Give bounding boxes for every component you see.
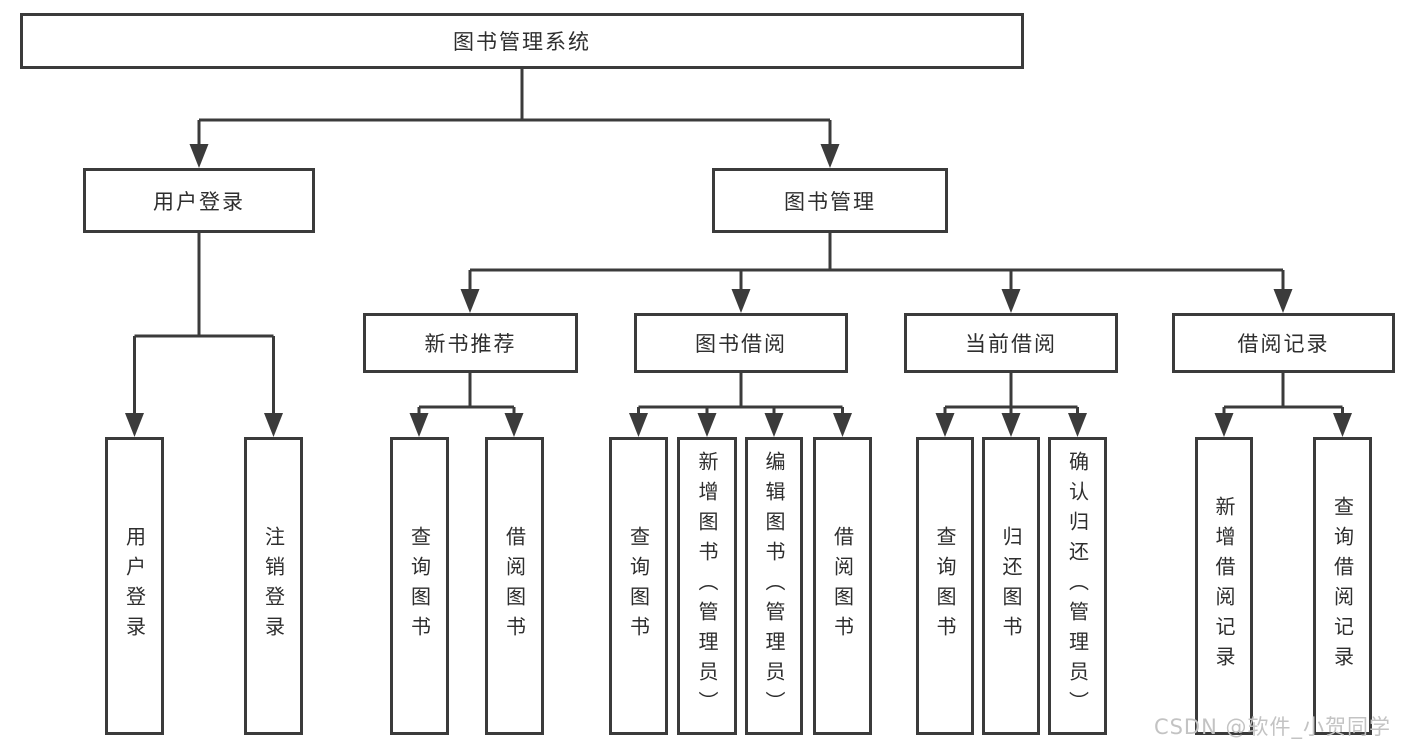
leaf-edit-books-admin: 编辑图书（管理员） xyxy=(745,437,803,735)
node-user-login-label: 用户登录 xyxy=(153,189,245,214)
leaf-query-books-current: 查询图书 xyxy=(916,437,974,735)
leaf-edit-books-admin-label: 编辑图书（管理员） xyxy=(762,451,786,721)
leaf-confirm-return-admin-label: 确认归还（管理员） xyxy=(1065,451,1090,721)
leaf-logout-label: 注销登录 xyxy=(261,526,286,646)
connector-book-mgmt-to-level3 xyxy=(460,233,1293,313)
leaf-query-borrow-record: 查询借阅记录 xyxy=(1313,437,1372,735)
node-new-book-recommend-label: 新书推荐 xyxy=(424,332,517,356)
leaf-user-login-label: 用户登录 xyxy=(122,526,147,646)
leaf-add-books-admin: 新增图书（管理员） xyxy=(677,437,737,735)
leaf-confirm-return-admin: 确认归还（管理员） xyxy=(1048,437,1107,735)
leaf-query-books-borrow: 查询图书 xyxy=(609,437,668,735)
connector-new-rec-to-leaves xyxy=(409,373,524,437)
csdn-watermark: CSDN @软件_小贺同学 xyxy=(1153,715,1391,739)
leaf-query-books-recommend-label: 查询图书 xyxy=(407,526,432,646)
leaf-query-books-borrow-label: 查询图书 xyxy=(626,526,651,646)
node-system-root: 图书管理系统 xyxy=(20,13,1024,69)
node-borrowing-records: 借阅记录 xyxy=(1172,313,1395,373)
leaf-query-books-recommend: 查询图书 xyxy=(390,437,449,735)
node-book-borrowing: 图书借阅 xyxy=(634,313,848,373)
connector-borrow-rec-to-leaves xyxy=(1214,373,1352,437)
node-current-borrowing: 当前借阅 xyxy=(904,313,1118,373)
leaf-borrow-books-recommend: 借阅图书 xyxy=(485,437,544,735)
connector-root-to-level2 xyxy=(189,69,840,168)
node-system-root-label: 图书管理系统 xyxy=(453,30,591,54)
leaf-borrow-books: 借阅图书 xyxy=(813,437,872,735)
node-book-management: 图书管理 xyxy=(712,168,948,233)
connector-cur-borrow-to-leaves xyxy=(935,373,1087,437)
connector-user-login-to-leaves xyxy=(125,233,283,437)
node-new-book-recommend: 新书推荐 xyxy=(363,313,578,373)
leaf-add-borrow-record-label: 新增借阅记录 xyxy=(1212,496,1236,676)
leaf-logout: 注销登录 xyxy=(244,437,303,735)
leaf-borrow-books-recommend-label: 借阅图书 xyxy=(502,526,527,646)
leaf-add-books-admin-label: 新增图书（管理员） xyxy=(695,451,719,721)
node-current-borrowing-label: 当前借阅 xyxy=(965,332,1057,356)
connector-book-borrow-to-leaves xyxy=(629,373,852,437)
leaf-borrow-books-label: 借阅图书 xyxy=(830,526,855,646)
node-user-login: 用户登录 xyxy=(83,168,315,233)
leaf-query-books-current-label: 查询图书 xyxy=(933,526,957,646)
node-borrowing-records-label: 借阅记录 xyxy=(1237,332,1330,356)
leaf-return-books: 归还图书 xyxy=(982,437,1040,735)
node-book-management-label: 图书管理 xyxy=(784,189,876,214)
leaf-return-books-label: 归还图书 xyxy=(999,526,1023,646)
leaf-query-borrow-record-label: 查询借阅记录 xyxy=(1330,496,1355,676)
node-book-borrowing-label: 图书借阅 xyxy=(695,332,787,356)
leaf-add-borrow-record: 新增借阅记录 xyxy=(1195,437,1253,735)
leaf-user-login: 用户登录 xyxy=(105,437,164,735)
